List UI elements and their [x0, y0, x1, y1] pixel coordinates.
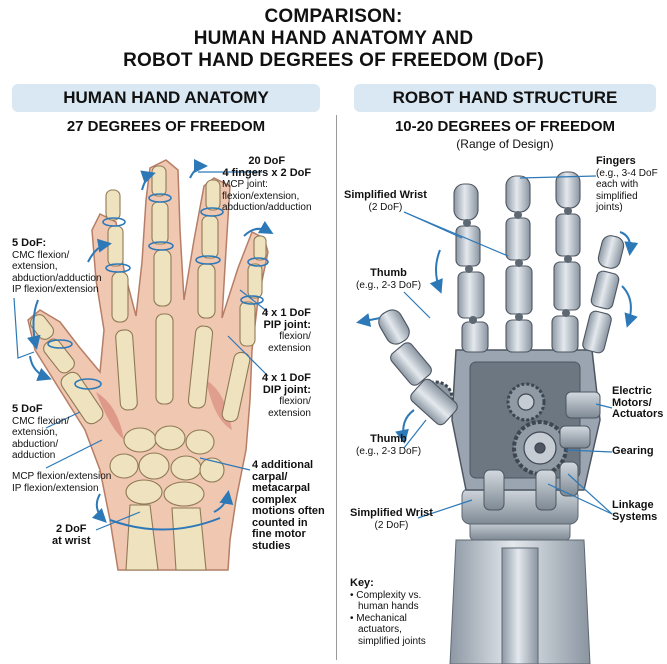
- robot-range-note: (Range of Design): [456, 137, 554, 151]
- label-wrist-dof-text: at wrist: [52, 534, 91, 547]
- key-item-1-l2: human hands: [358, 601, 419, 612]
- label-robot-fingers: Fingers (e.g., 3-4 DoF each with simplif…: [596, 155, 658, 214]
- label-robot-wrist-top-title: Simplified Wrist: [344, 189, 427, 201]
- label-thumb-upper-l4: IP flexion/extension: [12, 284, 99, 295]
- label-wrist-dof-value: 2 DoF: [55, 523, 87, 535]
- label-carpal-l6: counted in: [252, 516, 308, 529]
- label-thumb-lower-l3: abduction/: [12, 438, 59, 450]
- label-pip-motion1: flexion/: [279, 331, 311, 342]
- label-carpal-l1: 4 additional: [252, 459, 314, 471]
- label-thumb-ip: IP flexion/extension: [12, 482, 99, 494]
- label-thumb-lower-l4: adduction: [12, 450, 56, 461]
- label-pip-motion2: extension: [268, 342, 311, 354]
- label-robot-motors-l2: Motors/: [612, 396, 652, 409]
- label-robot-thumb-bottom-dof: (e.g., 2-3 DoF): [356, 445, 422, 457]
- label-robot-wrist-bottom-title: Simplified Wrist: [350, 507, 433, 519]
- label-thumb-upper: 5 DoF: CMC flexion/ extension, abduction…: [12, 237, 102, 296]
- label-carpal-l7: fine motor: [252, 528, 306, 540]
- title-line-1: COMPARISON:: [264, 6, 403, 27]
- label-robot-thumb-bottom-title: Thumb: [370, 433, 407, 445]
- label-thumb-lower: 5 DoF CMC flexion/ extension, abduction/…: [12, 403, 70, 462]
- label-finger-mcp: 20 DoF 4 fingers x 2 DoF MCP joint: flex…: [222, 155, 312, 214]
- label-finger-mcp-dof: 20 DoF: [248, 155, 286, 167]
- label-carpal-motions: 4 additional carpal/ metacarpal complex …: [252, 459, 325, 552]
- label-thumb-lower-l2: extension,: [12, 427, 58, 438]
- label-dip-motion2: extension: [268, 407, 311, 419]
- key-legend: Key: • Complexity vs. human hands • Mech…: [350, 577, 426, 647]
- label-wrist-dof: 2 DoF at wrist: [52, 523, 91, 547]
- label-thumb-lower-dof: 5 DoF: [12, 403, 43, 415]
- key-item-2-l1: • Mechanical: [350, 612, 407, 624]
- label-pip-joint-name: PIP joint:: [263, 318, 311, 331]
- label-dip-motion1: flexion/: [279, 396, 311, 407]
- label-carpal-l3: metacarpal: [252, 482, 311, 494]
- human-subtitle: 27 DEGREES OF FREEDOM: [66, 118, 266, 135]
- label-finger-mcp-count: 4 fingers x 2 DoF: [222, 166, 312, 179]
- label-robot-motors-l1: Electric: [612, 385, 652, 397]
- label-robot-thumb-bottom: Thumb (e.g., 2-3 DoF): [356, 433, 422, 457]
- label-carpal-l5: motions often: [252, 505, 325, 517]
- label-robot-linkage-l2: Systems: [612, 510, 658, 523]
- label-dip-joint: 4 x 1 DoF DIP joint: flexion/ extension: [262, 372, 311, 419]
- label-robot-thumb-top-dof: (e.g., 2-3 DoF): [356, 279, 422, 291]
- label-finger-mcp-motion2: abduction/adduction: [222, 202, 312, 213]
- label-thumb-lower-l1: CMC flexion/: [12, 415, 70, 427]
- label-robot-fingers-title: Fingers: [596, 155, 636, 167]
- robot-section-header: ROBOT HAND STRUCTURE: [354, 84, 656, 112]
- label-finger-mcp-joint: MCP joint:: [222, 179, 268, 190]
- title-line-2: HUMAN HAND ANATOMY AND: [193, 28, 474, 49]
- human-section-header: HUMAN HAND ANATOMY: [12, 84, 320, 112]
- robot-subtitle: 10-20 DEGREES OF FREEDOM: [394, 118, 616, 135]
- label-thumb-mcp: MCP flexion/extension: [12, 471, 112, 482]
- label-thumb-upper-l1: CMC flexion/: [12, 249, 70, 261]
- label-robot-linkage: Linkage Systems: [612, 499, 658, 523]
- label-thumb-upper-l2: extension,: [12, 261, 58, 272]
- title-line-3: ROBOT HAND DEGREES OF FREEDOM (DoF): [123, 50, 544, 71]
- label-robot-wrist-bottom: Simplified Wrist (2 DoF): [350, 507, 433, 531]
- human-hand-illustration: [13, 159, 274, 571]
- label-robot-motors: Electric Motors/ Actuators: [612, 385, 664, 421]
- label-carpal-l2: carpal/: [252, 470, 288, 483]
- label-robot-gearing: Gearing: [612, 445, 654, 458]
- label-carpal-l8: studies: [252, 539, 291, 552]
- label-robot-wrist-top-dof: (2 DoF): [368, 201, 403, 213]
- label-pip-joint: 4 x 1 DoF PIP joint: flexion/ extension: [262, 307, 311, 354]
- label-robot-fingers-l4: joints): [596, 202, 623, 213]
- key-item-2-l2: actuators,: [358, 624, 402, 635]
- label-dip-joint-name: DIP joint:: [262, 383, 311, 396]
- label-thumb-upper-l3: abduction/adduction: [12, 272, 102, 284]
- label-robot-thumb-top: Thumb (e.g., 2-3 DoF): [356, 267, 422, 291]
- label-robot-gearing-text: Gearing: [612, 445, 654, 457]
- label-thumb-upper-dof: 5 DoF:: [12, 237, 47, 249]
- label-robot-wrist-top: Simplified Wrist (2 DoF): [344, 189, 427, 213]
- label-robot-linkage-l1: Linkage: [612, 499, 654, 511]
- key-item-2-l3: simplified joints: [358, 635, 426, 647]
- key-title: Key:: [350, 577, 374, 589]
- label-robot-motors-l3: Actuators: [612, 408, 664, 420]
- label-carpal-l4: complex: [252, 493, 297, 506]
- label-dip-dof: 4 x 1 DoF: [262, 372, 311, 384]
- label-robot-thumb-top-title: Thumb: [370, 267, 407, 279]
- label-robot-fingers-l1: (e.g., 3-4 DoF: [596, 167, 658, 179]
- label-robot-fingers-l3: simplified: [596, 190, 638, 202]
- main-title: COMPARISON: HUMAN HAND ANATOMY AND ROBOT…: [0, 6, 667, 72]
- label-finger-mcp-motion1: flexion/extension,: [222, 190, 300, 202]
- label-thumb-mcp-ip: MCP flexion/extension IP flexion/extensi…: [12, 471, 111, 494]
- robot-hand-illustration: [356, 171, 639, 664]
- section-divider: [336, 115, 337, 660]
- label-pip-dof: 4 x 1 DoF: [262, 307, 311, 319]
- key-item-1-l1: • Complexity vs.: [350, 589, 422, 601]
- label-robot-fingers-l2: each with: [596, 179, 639, 190]
- label-robot-wrist-bottom-dof: (2 DoF): [374, 519, 409, 531]
